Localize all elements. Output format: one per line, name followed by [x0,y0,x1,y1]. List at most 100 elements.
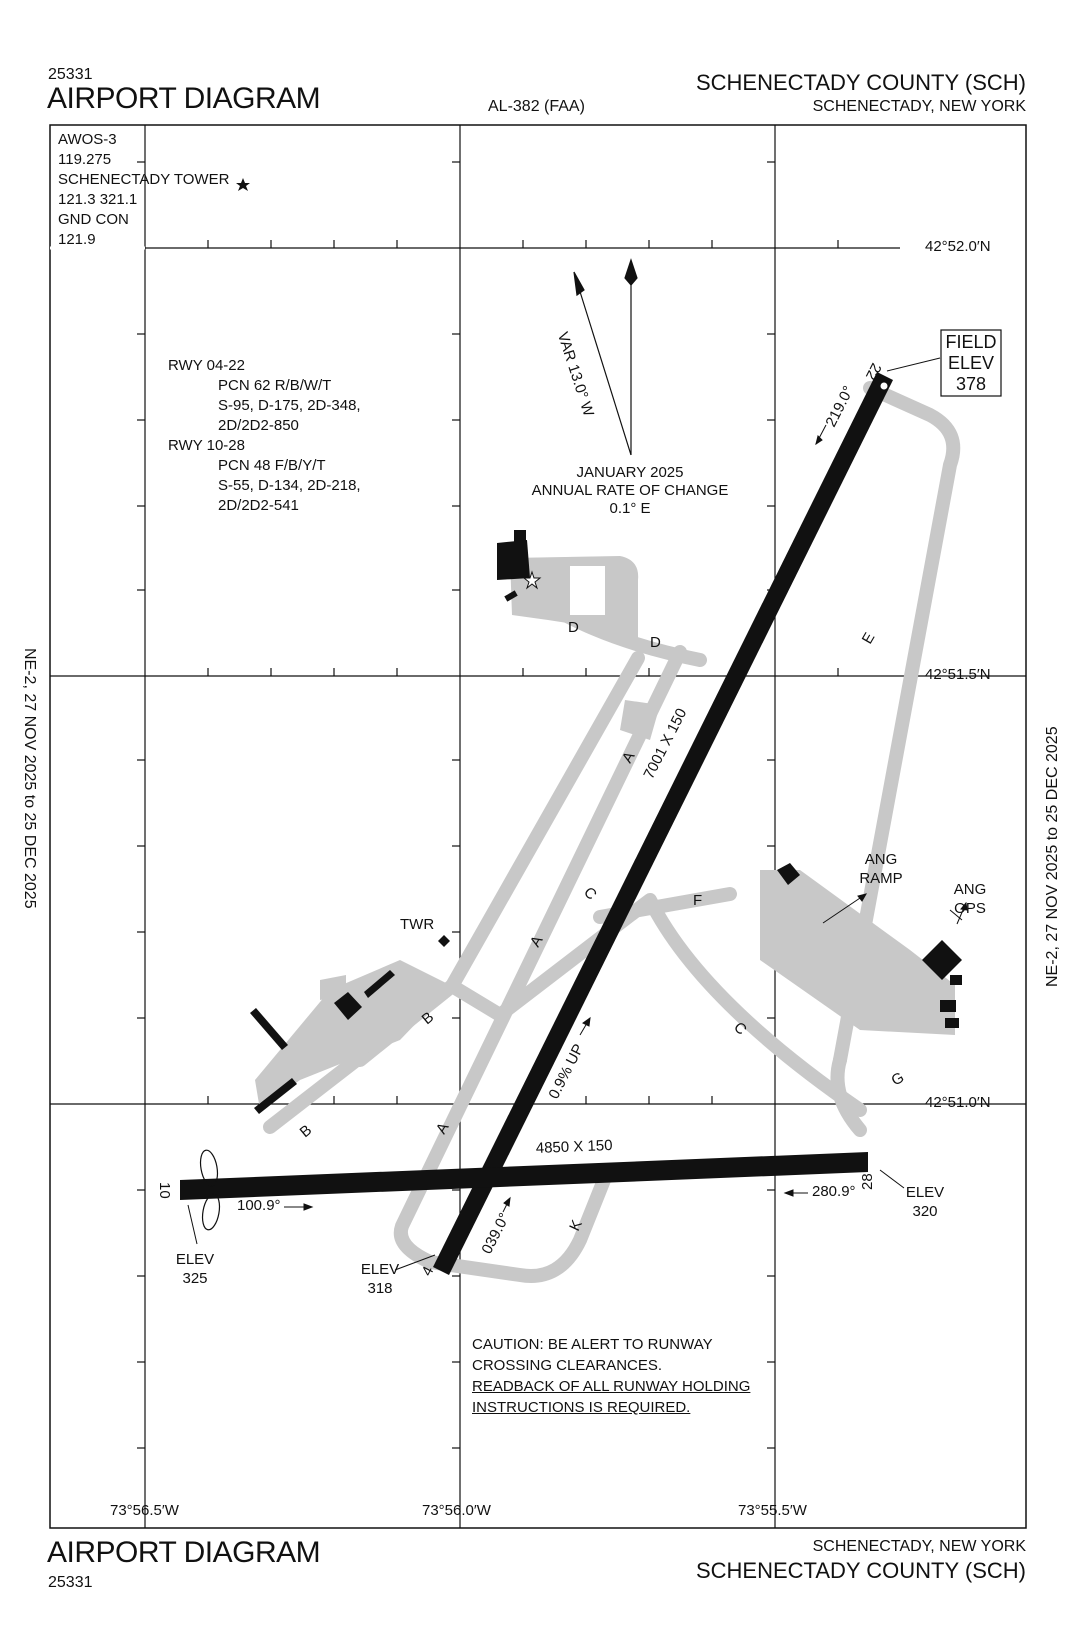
latitude-label-2: 42°51.5′N [925,666,991,683]
hangar-3 [250,1008,288,1050]
caution-line-2: CROSSING CLEARANCES. [472,1357,663,1374]
caution-line-1: CAUTION: BE ALERT TO RUNWAY [472,1336,713,1353]
elev-rwy-10-label: ELEV [175,1251,215,1268]
rwy-04-22-pcn: PCN 62 R/B/W/T [218,377,332,394]
annual-rate-label: ANNUAL RATE OF CHANGE [531,482,729,499]
tower-frequency: 121.3 321.1 [58,191,138,208]
ang-ramp-label: ANG RAMP [856,850,906,888]
ang-ops-label: ANG OPS [948,880,992,918]
runway-10-28 [180,1152,868,1200]
terminal-building [497,540,530,580]
elev-rwy-4: ELEV 318 [360,1260,400,1298]
star-icon [236,178,250,191]
field-elev-box [940,329,1002,397]
tower-star-icon [522,570,542,590]
elev-rwy-4-value: 318 [367,1280,393,1297]
taxiway-d-label-2: D [650,634,661,651]
heading-039: 039.0° [478,1210,513,1257]
leader-lines [187,357,968,1271]
taxiway-e-label: E [859,630,879,647]
footer-location: SCHENECTADY, NEW YORK [812,1538,1026,1555]
tower-label: SCHENECTADY TOWER [58,171,230,188]
runway-info-block: RWY 04-22 PCN 62 R/B/W/T S-95, D-175, 2D… [168,356,361,516]
runway-end-10: 10 [156,1182,173,1199]
runway-10-28-dimensions: 4850 X 150 [535,1137,612,1157]
awos-frequency: 119.275 [58,151,112,168]
ang-ops-label-1: ANG [953,881,987,898]
runway-04-22 [433,372,893,1275]
longitude-label-2: 73°56.0′W [422,1502,491,1519]
magnetic-variation-arrow [573,258,638,456]
runway-end-28: 28 [859,1173,876,1190]
elev-rwy-4-label: ELEV [360,1261,400,1278]
footer-procedure-number: 25331 [48,1574,93,1591]
buildings [250,530,962,1114]
rwy-04-22-strength-2: 2D/2D2-850 [218,417,299,434]
taxiway-f-label: F [693,892,702,909]
field-elevation: FIELD ELEV 378 [941,332,1001,395]
heading-100: 100.9° [237,1197,281,1214]
hangar-2 [364,970,395,998]
document-id: AL-382 (FAA) [488,98,585,115]
ang-ramp-label-1: ANG [864,851,898,868]
ang-ops-building [922,940,962,980]
footer-airport-name: SCHENECTADY COUNTY (SCH) [695,1558,1026,1583]
taxiway-b-label-1: B [419,1009,438,1028]
ang-ramp [760,870,955,1035]
elev-rwy-10: ELEV 325 [175,1250,215,1288]
taxiway-d-label-1: D [568,619,579,636]
annual-rate-value: 0.1° E [609,500,651,517]
heading-280: 280.9° [812,1183,856,1200]
elev-rwy-28: ELEV 320 [905,1183,945,1221]
rwy-10-28-strength: S-55, D-134, 2D-218, [218,477,361,494]
procedure-number: 25331 [48,66,93,83]
apron-a [620,700,660,740]
rwy-10-28-pcn: PCN 48 F/B/Y/T [218,457,326,474]
tower-label: TWR [400,916,435,933]
ground-label: GND CON [58,211,129,228]
runways [180,372,893,1275]
aprons [255,556,955,1110]
longitude-label-3: 73°55.5′W [738,1502,807,1519]
ang-ramp-label-2: RAMP [859,870,903,887]
taxiway-g-label: G [889,1069,908,1090]
annual-change-block: JANUARY 2025 ANNUAL RATE OF CHANGE 0.1° … [520,464,740,518]
taxiway-c-label-1: C [580,884,600,904]
tower-symbol [438,935,450,947]
magnetic-date: JANUARY 2025 [576,464,684,481]
ground-frequency: 121.9 [58,231,96,248]
hangar-1 [334,992,362,1020]
runway-10-lighting [199,1149,221,1231]
west-apron [255,960,452,1110]
field-elev-label-2: ELEV [947,353,995,373]
longitude-label-1: 73°56.5′W [110,1502,179,1519]
runway-end-22: 22 [862,360,885,383]
awos-label: AWOS-3 [58,131,117,148]
map-frame [49,124,1027,1529]
latitude-label-3: 42°51.0′N [925,1094,991,1111]
hangar-4 [254,1078,297,1114]
elev-rwy-28-value: 320 [912,1203,938,1220]
page-title: AIRPORT DIAGRAM [47,82,321,115]
runway-22-light [879,381,889,391]
caution-note: CAUTION: BE ALERT TO RUNWAY CROSSING CLE… [472,1334,750,1418]
rwy-04-22-heading: RWY 04-22 [168,357,245,374]
rwy-10-28-strength-2: 2D/2D2-541 [218,497,299,514]
elev-rwy-28-label: ELEV [905,1184,945,1201]
airport-name: SCHENECTADY COUNTY (SCH) [695,70,1026,95]
rwy-10-28-heading: RWY 10-28 [168,437,245,454]
elev-rwy-10-value: 325 [182,1270,208,1287]
ang-ops-label-2: OPS [954,900,986,917]
field-elev-value: 378 [955,374,987,394]
latitude-label-1: 42°52.0′N [925,238,991,255]
airport-location: SCHENECTADY, NEW YORK [812,98,1026,115]
frequency-block: AWOS-3 119.275 SCHENECTADY TOWER 121.3 3… [58,130,229,250]
taxiway-b-label-2: B [297,1122,316,1141]
ang-building-1 [777,863,800,885]
rwy-04-22-strength: S-95, D-175, 2D-348, [218,397,361,414]
footer-title: AIRPORT DIAGRAM [47,1536,321,1569]
field-elev-label-1: FIELD [945,332,997,352]
lat-lon-grid [50,125,1026,1528]
caution-line-3: READBACK OF ALL RUNWAY HOLDING [472,1378,751,1395]
